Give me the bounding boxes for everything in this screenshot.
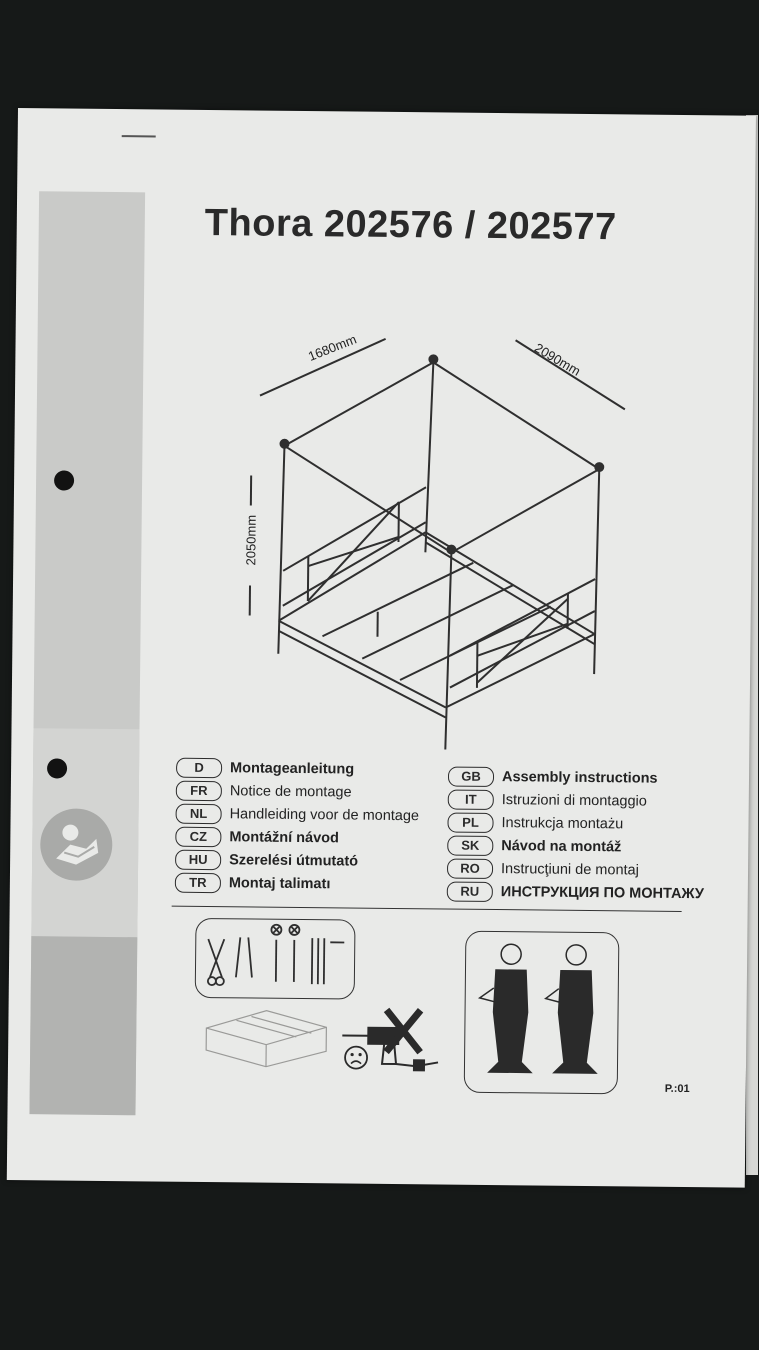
lang-code-badge: FR: [175, 780, 222, 802]
canopy-bed-diagram: 1680mm 2090mm 2050mm: [243, 335, 626, 750]
instruction-sheet: Thora 202576 / 202577: [6, 108, 756, 1188]
lang-row-d: D Montageanleitung: [175, 757, 355, 781]
lang-label: Assembly instructions: [501, 769, 658, 787]
lang-label: Návod na montáž: [501, 838, 622, 856]
lang-row-hu: HU Szerelési útmutató: [175, 849, 358, 873]
lang-row-tr: TR Montaj talimatı: [174, 872, 331, 896]
two-workers-icon: [477, 943, 598, 1074]
sad-face-icon: [344, 1045, 368, 1070]
sidebar-strip-dark: [29, 936, 138, 1116]
lang-row-ro: RO Instrucţiuni de montaj: [446, 858, 639, 882]
page-number: P.:01: [664, 1082, 690, 1096]
read-manual-icon: [39, 808, 113, 882]
lang-label: Notice de montage: [229, 783, 352, 801]
lang-row-it: IT Istruzioni di montaggio: [447, 789, 647, 813]
two-workers-bubble: [463, 930, 620, 1095]
lang-row-gb: GB Assembly instructions: [447, 766, 658, 790]
lang-row-pl: PL Instrukcja montażu: [447, 812, 623, 836]
lang-code-badge: HU: [175, 849, 222, 871]
lang-row-ru: RU ИНСТРУКЦИЯ ПО МОНТАЖУ: [446, 881, 705, 906]
tools-icon: [206, 923, 345, 987]
lang-row-cz: CZ Montážní návod: [175, 826, 339, 850]
lang-code-badge: RU: [446, 881, 493, 903]
lang-code-badge: TR: [174, 872, 221, 894]
lang-code-badge: SK: [447, 835, 494, 857]
punch-hole-top: [53, 470, 75, 491]
lang-row-nl: NL Handleiding voor de montage: [175, 803, 420, 828]
lang-code-badge: NL: [175, 803, 222, 825]
product-title: Thora 202576 / 202577: [204, 201, 617, 249]
lang-label: Handleiding voor de montage: [229, 806, 420, 825]
lang-code-badge: RO: [446, 858, 494, 880]
height-dimension: 2050mm: [243, 515, 259, 566]
punch-hole-bottom: [46, 758, 68, 779]
length-dimension: 2090mm: [532, 340, 583, 379]
lang-label: Montážní návod: [229, 829, 340, 847]
lang-row-sk: SK Návod na montáž: [447, 835, 621, 859]
lang-code-badge: CZ: [175, 826, 222, 848]
width-dimension: 1680mm: [306, 335, 359, 364]
lang-label: Montaj talimatı: [228, 875, 331, 893]
lang-label: Instrucţiuni de montaj: [500, 861, 639, 879]
tools-bubble: [194, 917, 356, 1000]
lang-label: Istruzioni di montaggio: [501, 792, 647, 810]
lang-code-badge: IT: [447, 789, 494, 811]
section-divider: [171, 905, 682, 912]
lang-row-fr: FR Notice de montage: [175, 780, 352, 804]
lang-label: Instrukcja montażu: [501, 815, 624, 833]
no-power-drill-icon: [342, 1007, 439, 1072]
lang-label: Szerelési útmutató: [229, 852, 359, 870]
lang-code-badge: GB: [447, 766, 495, 788]
lang-code-badge: D: [175, 757, 223, 779]
toolbox-icon: [205, 1010, 327, 1068]
lang-code-badge: PL: [447, 812, 494, 834]
staple-mark: [121, 135, 156, 138]
lang-label: ИНСТРУКЦИЯ ПО МОНТАЖУ: [500, 884, 705, 903]
lang-label: Montageanleitung: [230, 760, 355, 778]
